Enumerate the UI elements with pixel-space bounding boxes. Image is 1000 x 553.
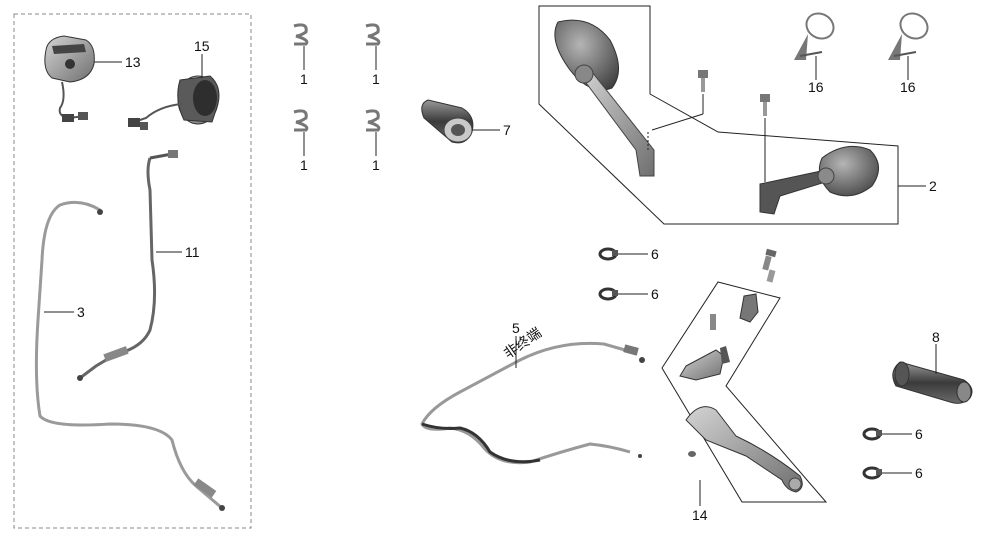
label-6b: 6: [651, 286, 659, 302]
part-1-clip-a: [293, 23, 309, 46]
label-1b: 1: [372, 71, 380, 87]
label-1c: 1: [300, 157, 308, 173]
part-16-cable-tie-a: [794, 12, 835, 60]
group-box-left: [13, 13, 252, 529]
mirror-bolt-left: [698, 70, 708, 92]
label-13: 13: [125, 54, 141, 70]
label-7: 7: [503, 122, 511, 138]
part-7-grip: [421, 99, 474, 144]
part-14-lever-parts: [679, 248, 803, 493]
part-6-clamp-b: [598, 287, 618, 301]
label-1d: 1: [372, 157, 380, 173]
part-1-clip-c: [293, 109, 309, 132]
part-3-cable: [34, 200, 225, 511]
part-1-clip-b: [365, 23, 381, 46]
label-16b: 16: [900, 79, 916, 95]
watermark: 非终端: [501, 324, 545, 361]
part-1-clip-d: [365, 109, 381, 132]
part-6-clamp-d: [862, 466, 882, 480]
label-8: 8: [932, 329, 940, 345]
part-2-mirror-right: [759, 145, 879, 215]
part-5-brake-cable: [420, 341, 645, 465]
part-6-clamp-a: [598, 247, 618, 261]
label-2: 2: [929, 178, 937, 194]
part-13-left-switch: [44, 35, 95, 122]
part-8-left-grip: [892, 361, 973, 404]
label-11: 11: [185, 244, 200, 260]
group-box-lever: [661, 281, 828, 503]
label-6a: 6: [651, 246, 659, 262]
bolt-line-left-2: [651, 113, 704, 131]
part-16-cable-tie-b: [888, 12, 929, 60]
part-15-right-switch: [128, 75, 220, 130]
part-11-throttle-cable: [77, 150, 178, 381]
part-6-clamp-c: [862, 427, 882, 441]
group-box-mirror: [538, 5, 899, 225]
label-16a: 16: [808, 79, 824, 95]
label-3: 3: [77, 304, 85, 320]
part-2-mirror-left: [554, 19, 655, 177]
label-1a: 1: [300, 71, 308, 87]
label-5: 5: [512, 320, 520, 336]
label-14: 14: [692, 507, 708, 523]
label-6c: 6: [915, 426, 923, 442]
label-15: 15: [194, 38, 210, 54]
label-6d: 6: [915, 465, 923, 481]
mirror-bolt-right: [760, 94, 770, 116]
